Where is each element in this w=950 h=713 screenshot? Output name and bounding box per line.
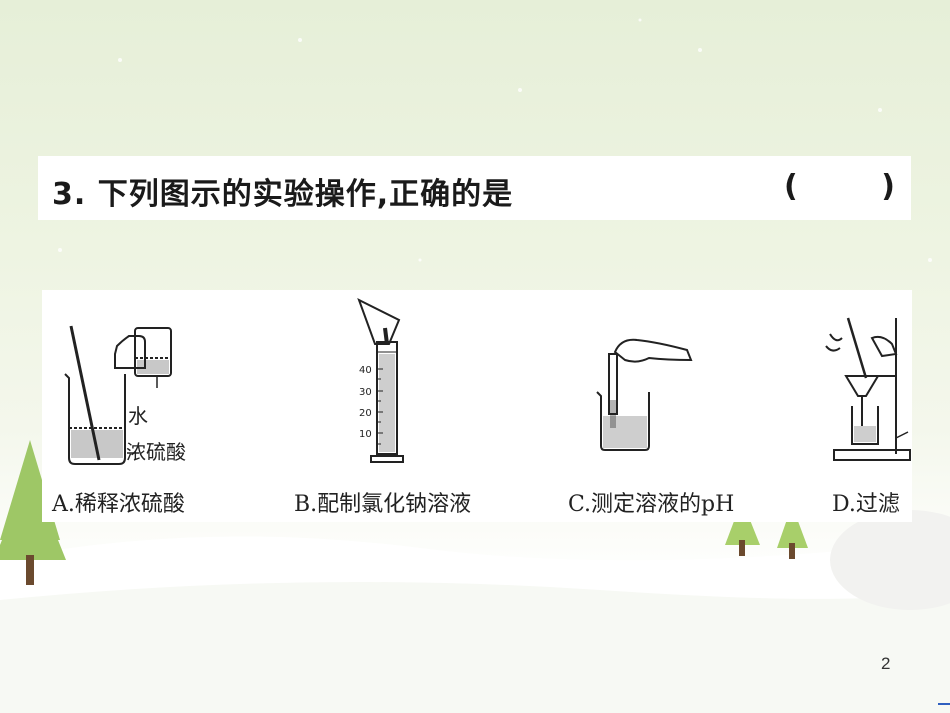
question-text: 3. 下列图示的实验操作,正确的是: [52, 177, 514, 212]
option-a-caption: A.稀释浓硫酸: [52, 492, 185, 517]
option-a-diagram: [64, 325, 172, 465]
options-panel: 水 浓硫酸 A.稀释浓硫酸 40 30 20 10 B.配制氯化钠溶液: [42, 290, 912, 522]
scale-mark-20: 20: [359, 408, 372, 419]
scale-mark-30: 30: [359, 387, 372, 398]
option-a-water-label: 水: [128, 404, 148, 428]
option-a-acid-label: 浓硫酸: [126, 440, 186, 464]
option-c-diagram: [596, 338, 693, 451]
option-d-caption: D.过滤: [832, 492, 900, 517]
scale-mark-10: 10: [359, 429, 372, 440]
option-c-caption: C.测定溶液的pH: [568, 492, 735, 517]
scale-mark-40: 40: [359, 365, 372, 376]
answer-blank[interactable]: ( ): [784, 169, 895, 204]
option-d-diagram: [825, 317, 911, 461]
option-b-diagram: 40 30 20 10: [357, 297, 404, 463]
pine-tree-mid: [725, 500, 808, 559]
question-bar: 3. 下列图示的实验操作,正确的是 ( ): [38, 156, 911, 220]
option-b-caption: B.配制氯化钠溶液: [294, 492, 472, 517]
corner-mark: [938, 703, 950, 705]
page-number: 2: [881, 654, 891, 673]
